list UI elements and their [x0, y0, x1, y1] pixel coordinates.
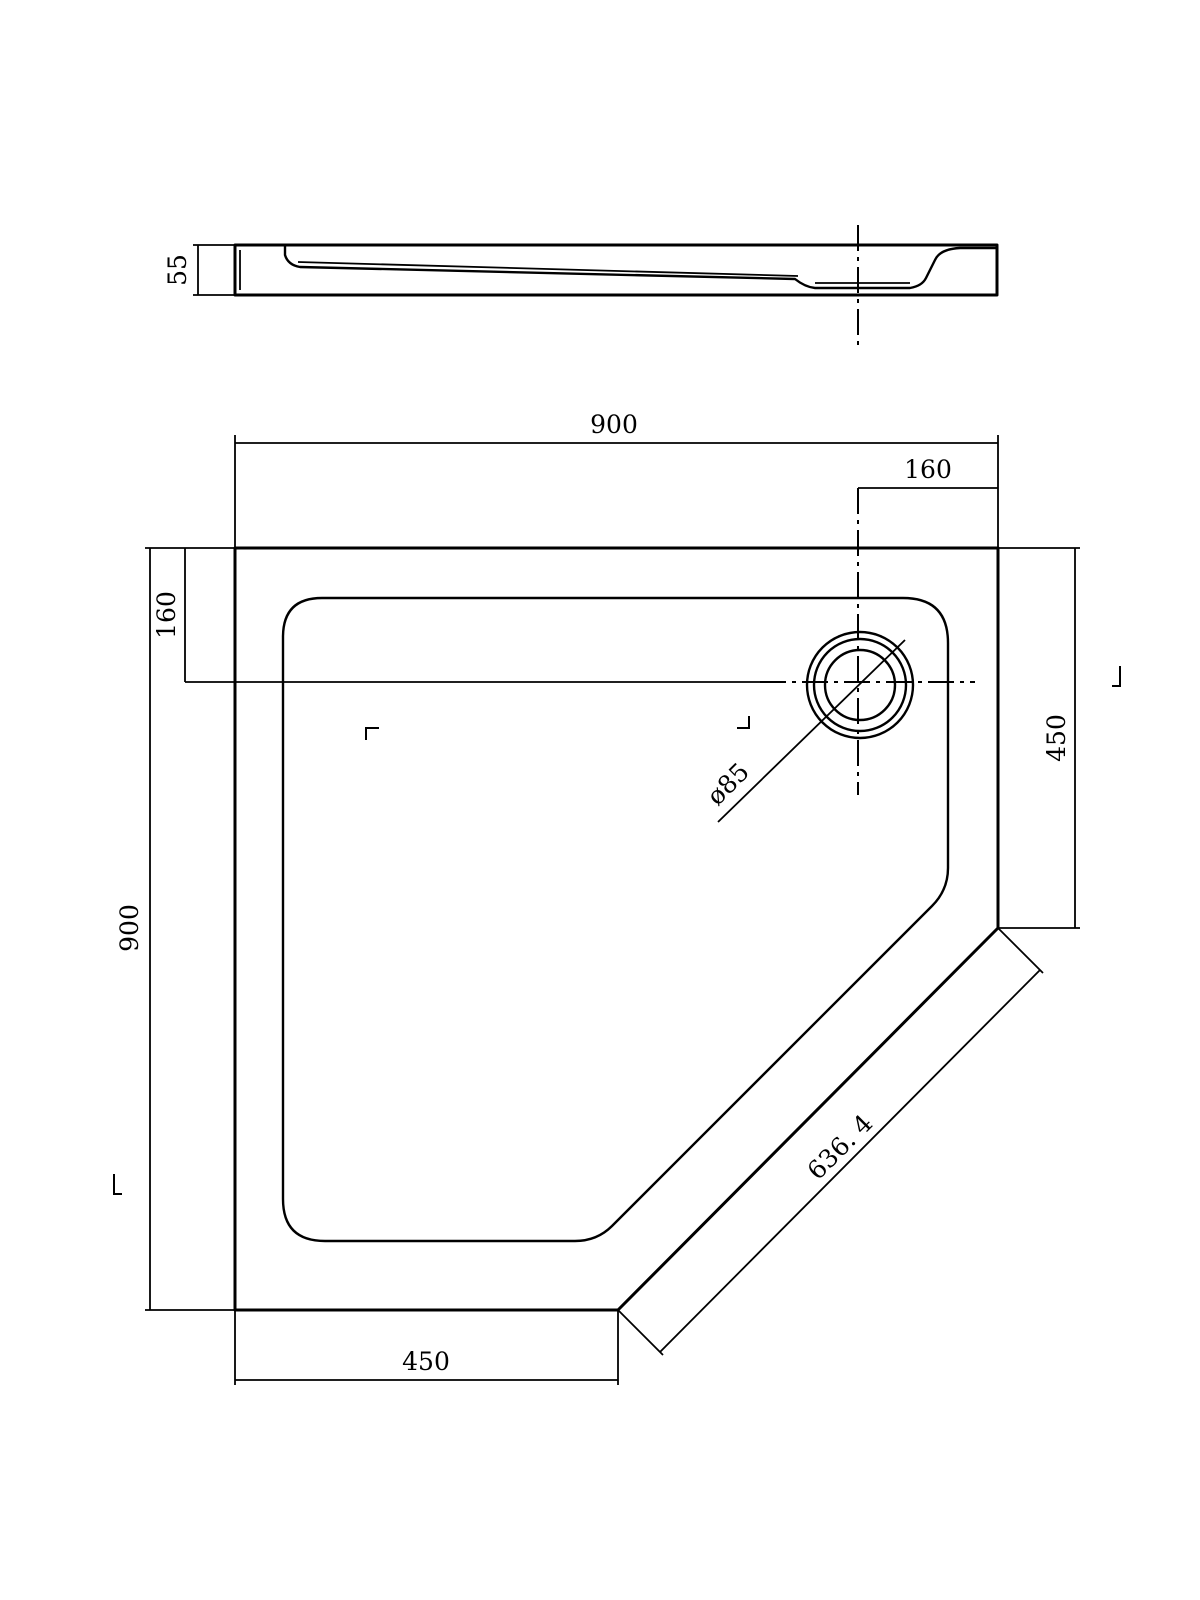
diagonal-dim-label: 636. 4 — [802, 1109, 879, 1186]
waste-x-dim-label: 160 — [904, 455, 952, 484]
corner-mark — [737, 716, 750, 729]
bottom-side-dim-label: 450 — [402, 1347, 450, 1376]
waste-diameter-leader — [717, 639, 906, 823]
right-side-dim-label: 450 — [1042, 714, 1071, 762]
width-dim-label: 900 — [590, 410, 638, 439]
tray-outer-outline — [233, 546, 1000, 1312]
waste-outer-ring — [805, 630, 915, 740]
corner-mark — [113, 1174, 122, 1195]
corner-mark — [365, 727, 379, 740]
waste-inner-ring — [823, 648, 897, 722]
diagonal-dim-line — [659, 969, 1041, 1353]
waste-y-dim-label: 160 — [152, 591, 181, 639]
top-view: ø85 900 160 900 160 450 450 636. 4 — [113, 410, 1121, 1385]
side-view-basin-profile — [283, 245, 997, 290]
diagonal-dim-ext-top — [997, 927, 1044, 974]
depth-dim-label: 900 — [115, 904, 144, 952]
waste-diameter-label: ø85 — [701, 757, 755, 811]
waste-middle-ring — [812, 637, 908, 733]
corner-mark — [1112, 666, 1121, 687]
tray-basin-outline — [281, 596, 950, 1243]
side-view: 55 — [163, 225, 999, 345]
height-dim-label: 55 — [163, 254, 192, 286]
diagonal-dim-ext-bottom — [617, 1309, 664, 1356]
side-view-outline — [233, 243, 999, 297]
side-view-basin-inner-line — [297, 261, 910, 284]
